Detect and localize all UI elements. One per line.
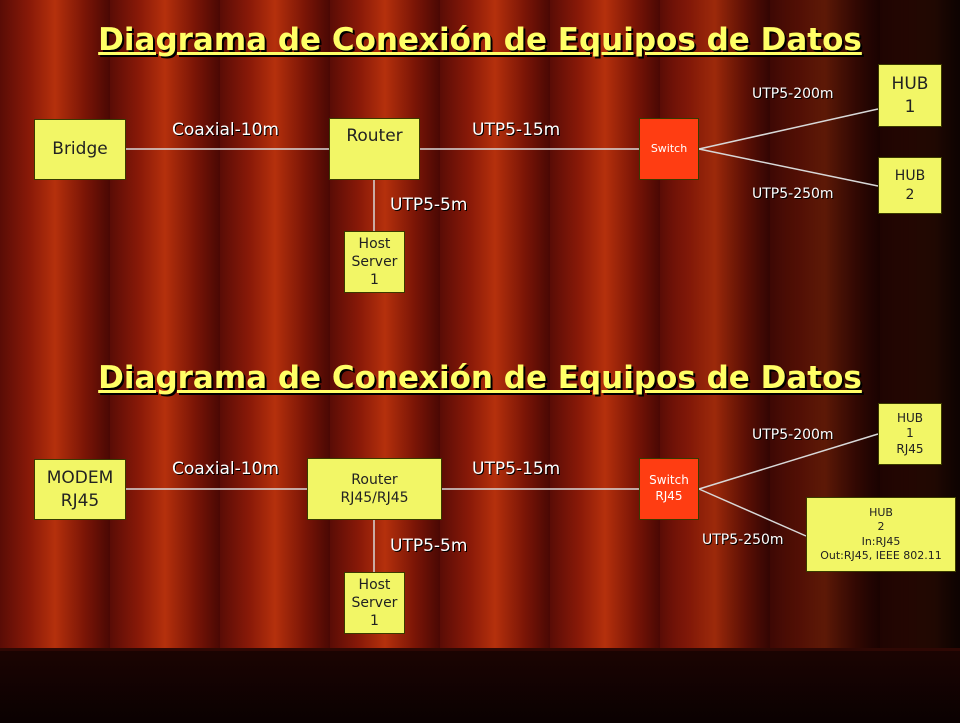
node-label-line: Router — [351, 471, 398, 488]
diagram-2-title: Diagrama de Conexión de Equipos de Datos — [98, 360, 862, 396]
node-label-line: HUB — [896, 410, 924, 425]
label-router-host: UTP5-5m — [390, 536, 468, 556]
label-switch-hub1: UTP5-200m — [752, 86, 834, 102]
link-switch-hub1-2 — [698, 433, 879, 490]
node-label-line: 2 — [905, 186, 915, 203]
node-label-line: Host — [358, 576, 391, 593]
label-router-switch: UTP5-15m — [472, 459, 561, 479]
node-label-line: RJ45 — [60, 490, 100, 511]
switch-node: Switch — [639, 118, 699, 180]
label-coaxial: Coaxial-10m — [172, 459, 279, 479]
node-label-line: In:RJ45 — [861, 534, 901, 548]
node-label-line: Router — [346, 126, 403, 146]
node-label-line: 1 — [904, 96, 916, 117]
node-label-line: HUB — [891, 74, 929, 95]
node-label-line: Switch — [650, 141, 688, 155]
node-label-line: HUB — [894, 168, 926, 185]
node-label-line: Out:RJ45, IEEE 802.11 — [820, 548, 942, 562]
label-router-switch: UTP5-15m — [472, 120, 561, 140]
node-label-line: HUB — [869, 505, 893, 519]
node-label-line: 1 — [906, 426, 914, 441]
diagram-1-title: Diagrama de Conexión de Equipos de Datos — [98, 22, 862, 58]
stage-floor — [0, 648, 960, 723]
label-switch-hub2: UTP5-250m — [702, 532, 784, 548]
label-switch-hub2: UTP5-250m — [752, 186, 834, 202]
node-label-line: RJ45 — [896, 441, 924, 456]
label-router-host: UTP5-5m — [390, 195, 468, 215]
label-coaxial: Coaxial-10m — [172, 120, 279, 140]
node-label-line: 2 — [877, 520, 885, 534]
node-label-line: RJ45 — [655, 489, 683, 503]
node-label-line: 1 — [370, 272, 379, 289]
router-node: Router — [329, 118, 420, 180]
node-label-line: Server — [351, 253, 398, 270]
label-switch-hub1: UTP5-200m — [752, 427, 834, 443]
node-label-line: MODEM — [46, 468, 114, 489]
link-switch-hub2-2 — [698, 488, 807, 537]
bridge-node: Bridge — [34, 119, 126, 180]
node-label-line: RJ45/RJ45 — [340, 490, 409, 506]
link-switch-hub1-1 — [698, 108, 879, 150]
node-label-line: Switch — [649, 473, 689, 488]
node-label-line: Bridge — [52, 139, 108, 160]
link-switch-hub2-1 — [698, 148, 879, 187]
node-label-line: Server — [351, 594, 398, 611]
node-label-line: Host — [358, 235, 391, 252]
node-label-line: 1 — [370, 613, 379, 630]
